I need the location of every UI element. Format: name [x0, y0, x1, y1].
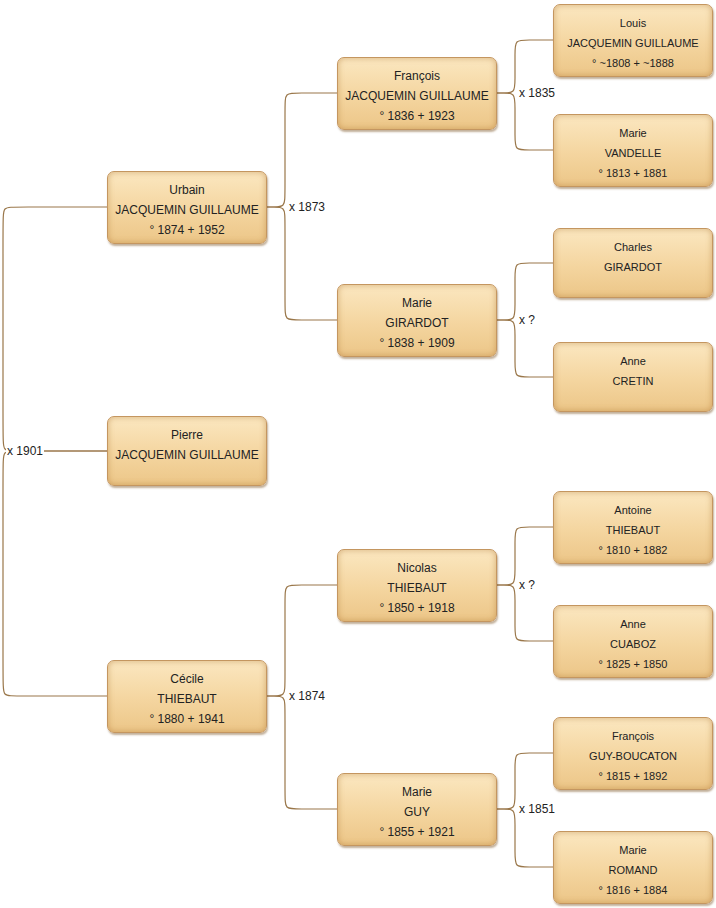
- family-name: JACQUEMIN GUILLAUME: [344, 86, 490, 106]
- person-box: AnneCRETIN: [553, 342, 713, 412]
- kinship-line: [497, 527, 553, 585]
- marriage-label: x 1901: [6, 444, 44, 458]
- kinship-line: [497, 753, 553, 809]
- life-dates: ° 1810 + 1882: [560, 540, 706, 560]
- marriage-label: x ?: [518, 313, 536, 327]
- life-dates: ° 1838 + 1909: [344, 333, 490, 353]
- person-box: MarieGIRARDOT° 1838 + 1909: [337, 284, 497, 357]
- kinship-line: [497, 263, 553, 320]
- family-name: THIEBAUT: [114, 689, 260, 709]
- given-name: Marie: [560, 123, 706, 143]
- family-name: CUABOZ: [560, 634, 706, 654]
- person-box: PierreJACQUEMIN GUILLAUME: [107, 416, 267, 486]
- life-dates: ° 1850 + 1918: [344, 598, 490, 618]
- kinship-line: [497, 320, 553, 377]
- family-name: GUY-BOUCATON: [560, 746, 706, 766]
- given-name: Anne: [560, 614, 706, 634]
- person-box: CharlesGIRARDOT: [553, 228, 713, 298]
- given-name: Marie: [344, 782, 490, 802]
- given-name: Charles: [560, 237, 706, 257]
- kinship-line: [3, 207, 107, 451]
- person-box: LouisJACQUEMIN GUILLAUME° ~1808 + ~1888: [553, 4, 713, 77]
- person-box: MarieROMAND° 1816 + 1884: [553, 831, 713, 904]
- given-name: Louis: [560, 13, 706, 33]
- marriage-label: x 1851: [518, 802, 556, 816]
- kinship-line: [267, 93, 337, 207]
- person-box: FrançoisGUY-BOUCATON° 1815 + 1892: [553, 717, 713, 790]
- given-name: Anne: [560, 351, 706, 371]
- person-box: AnneCUABOZ° 1825 + 1850: [553, 605, 713, 678]
- family-name: CRETIN: [560, 371, 706, 391]
- family-name: JACQUEMIN GUILLAUME: [560, 33, 706, 53]
- given-name: Cécile: [114, 669, 260, 689]
- person-box: CécileTHIEBAUT° 1880 + 1941: [107, 660, 267, 733]
- family-name: THIEBAUT: [560, 520, 706, 540]
- given-name: François: [344, 66, 490, 86]
- kinship-line: [267, 696, 337, 809]
- life-dates: ° 1815 + 1892: [560, 766, 706, 786]
- kinship-line: [3, 451, 107, 696]
- kinship-line: [497, 585, 553, 641]
- given-name: Nicolas: [344, 558, 490, 578]
- given-name: François: [560, 726, 706, 746]
- family-name: VANDELLE: [560, 143, 706, 163]
- given-name: Marie: [344, 293, 490, 313]
- family-name: ROMAND: [560, 860, 706, 880]
- kinship-line: [497, 809, 553, 867]
- family-name: GIRARDOT: [344, 313, 490, 333]
- person-box: MarieVANDELLE° 1813 + 1881: [553, 114, 713, 187]
- life-dates: ° ~1808 + ~1888: [560, 53, 706, 73]
- marriage-label: x ?: [518, 578, 536, 592]
- person-box: UrbainJACQUEMIN GUILLAUME° 1874 + 1952: [107, 171, 267, 244]
- given-name: Marie: [560, 840, 706, 860]
- life-dates: ° 1880 + 1941: [114, 709, 260, 729]
- kinship-line: [267, 585, 337, 696]
- marriage-label: x 1874: [288, 689, 326, 703]
- marriage-label: x 1835: [518, 86, 556, 100]
- family-name: THIEBAUT: [344, 578, 490, 598]
- family-name: GUY: [344, 802, 490, 822]
- family-name: JACQUEMIN GUILLAUME: [114, 200, 260, 220]
- given-name: Urbain: [114, 180, 260, 200]
- marriage-label: x 1873: [288, 200, 326, 214]
- life-dates: ° 1874 + 1952: [114, 220, 260, 240]
- person-box: NicolasTHIEBAUT° 1850 + 1918: [337, 549, 497, 622]
- family-name: JACQUEMIN GUILLAUME: [114, 445, 260, 465]
- person-box: AntoineTHIEBAUT° 1810 + 1882: [553, 491, 713, 564]
- kinship-line: [267, 207, 337, 320]
- life-dates: ° 1825 + 1850: [560, 654, 706, 674]
- life-dates: ° 1813 + 1881: [560, 163, 706, 183]
- kinship-line: [497, 93, 553, 150]
- person-box: MarieGUY° 1855 + 1921: [337, 773, 497, 846]
- family-name: GIRARDOT: [560, 257, 706, 277]
- given-name: Pierre: [114, 425, 260, 445]
- life-dates: ° 1816 + 1884: [560, 880, 706, 900]
- life-dates: ° 1855 + 1921: [344, 822, 490, 842]
- given-name: Antoine: [560, 500, 706, 520]
- life-dates: ° 1836 + 1923: [344, 106, 490, 126]
- person-box: FrançoisJACQUEMIN GUILLAUME° 1836 + 1923: [337, 57, 497, 130]
